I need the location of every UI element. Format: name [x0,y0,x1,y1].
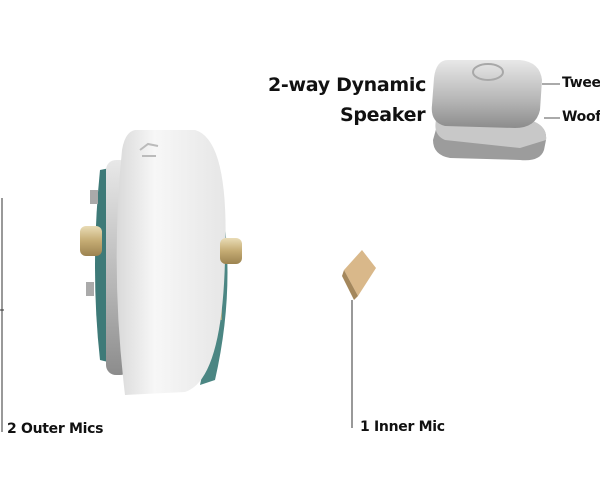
tweeter-label: Twee [562,75,600,91]
outer-mics-leader-line [0,198,4,432]
inner-mic-label: 1 Inner Mic [360,419,445,435]
speaker-label-line2: Speaker [340,104,426,126]
earbud-body-image [80,130,242,395]
inner-mic-image [342,250,376,428]
speaker-image [431,60,560,161]
outer-mics-label: 2 Outer Mics [7,421,104,437]
speaker-label-line1: 2-way Dynamic [268,74,427,96]
woofer-label: Woof [562,109,600,125]
